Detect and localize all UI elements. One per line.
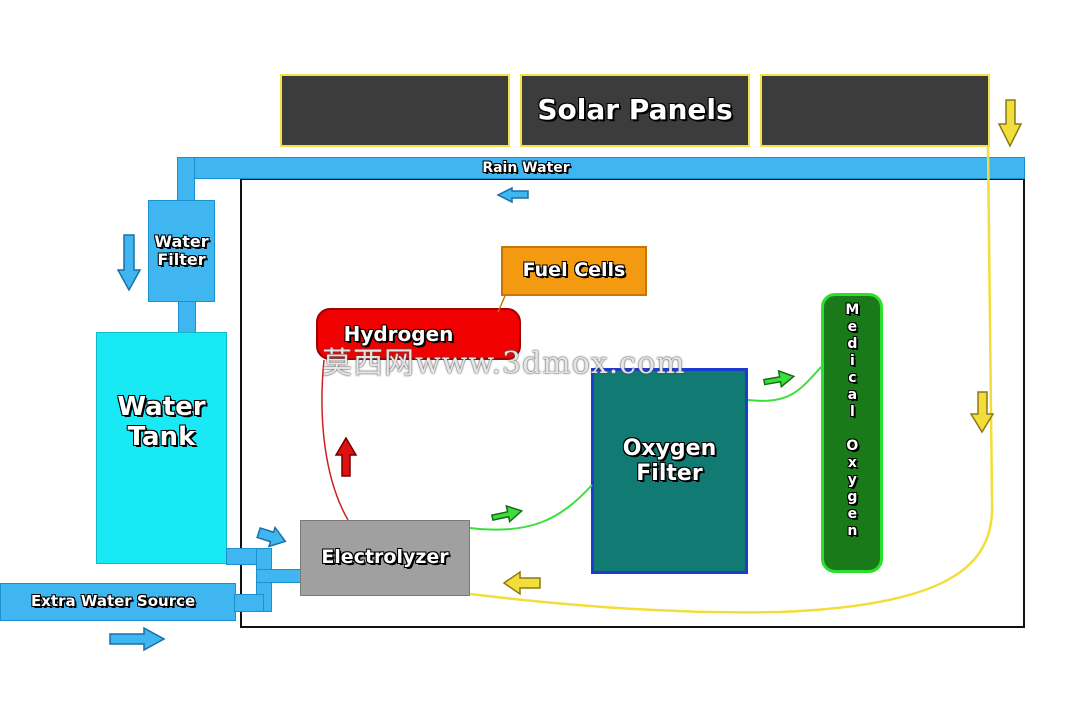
water-tank: Water Tank <box>96 332 227 564</box>
rain-water-pipe: Rain Water <box>177 157 1025 179</box>
electrolyzer: Electrolyzer <box>300 520 470 596</box>
medical-oxygen-text: Medical Oxygen <box>844 302 861 540</box>
oxygen-filter-label: Oxygen Filter <box>622 435 717 486</box>
extra-water-source-label: Extra Water Source <box>31 592 196 611</box>
fuel-cells: Fuel Cells <box>501 246 647 296</box>
electrolyzer-label: Electrolyzer <box>321 546 449 569</box>
pipe-filter-to-tank <box>178 301 196 333</box>
oxygen-filter: Oxygen Filter <box>591 368 748 574</box>
medical-oxygen-label: Medical Oxygen <box>821 302 883 564</box>
arrow-extra-water-right <box>109 626 166 652</box>
water-filter-label: Water Filter <box>154 231 209 269</box>
solar-panel-left <box>280 74 510 147</box>
water-filter: Water Filter <box>148 200 215 302</box>
solar-panel-right <box>760 74 990 147</box>
solar-panels-label: Solar Panels <box>537 93 733 127</box>
watermark: 莫西网www.3dmox.com <box>322 346 686 381</box>
hydrogen-label: Hydrogen <box>343 321 454 346</box>
pipe-to-filter <box>177 157 195 202</box>
solar-panel-center: Solar Panels <box>520 74 750 147</box>
arrow-filter-down <box>116 234 142 292</box>
water-tank-label: Water Tank <box>117 392 206 452</box>
pipe-extra-connector <box>234 594 264 612</box>
arrow-power-top-down <box>997 99 1023 148</box>
fuel-cells-label: Fuel Cells <box>522 259 626 282</box>
extra-water-source-pipe: Extra Water Source <box>0 583 236 621</box>
pipe-to-electrolyzer <box>256 569 302 583</box>
rain-water-label: Rain Water <box>482 159 570 176</box>
